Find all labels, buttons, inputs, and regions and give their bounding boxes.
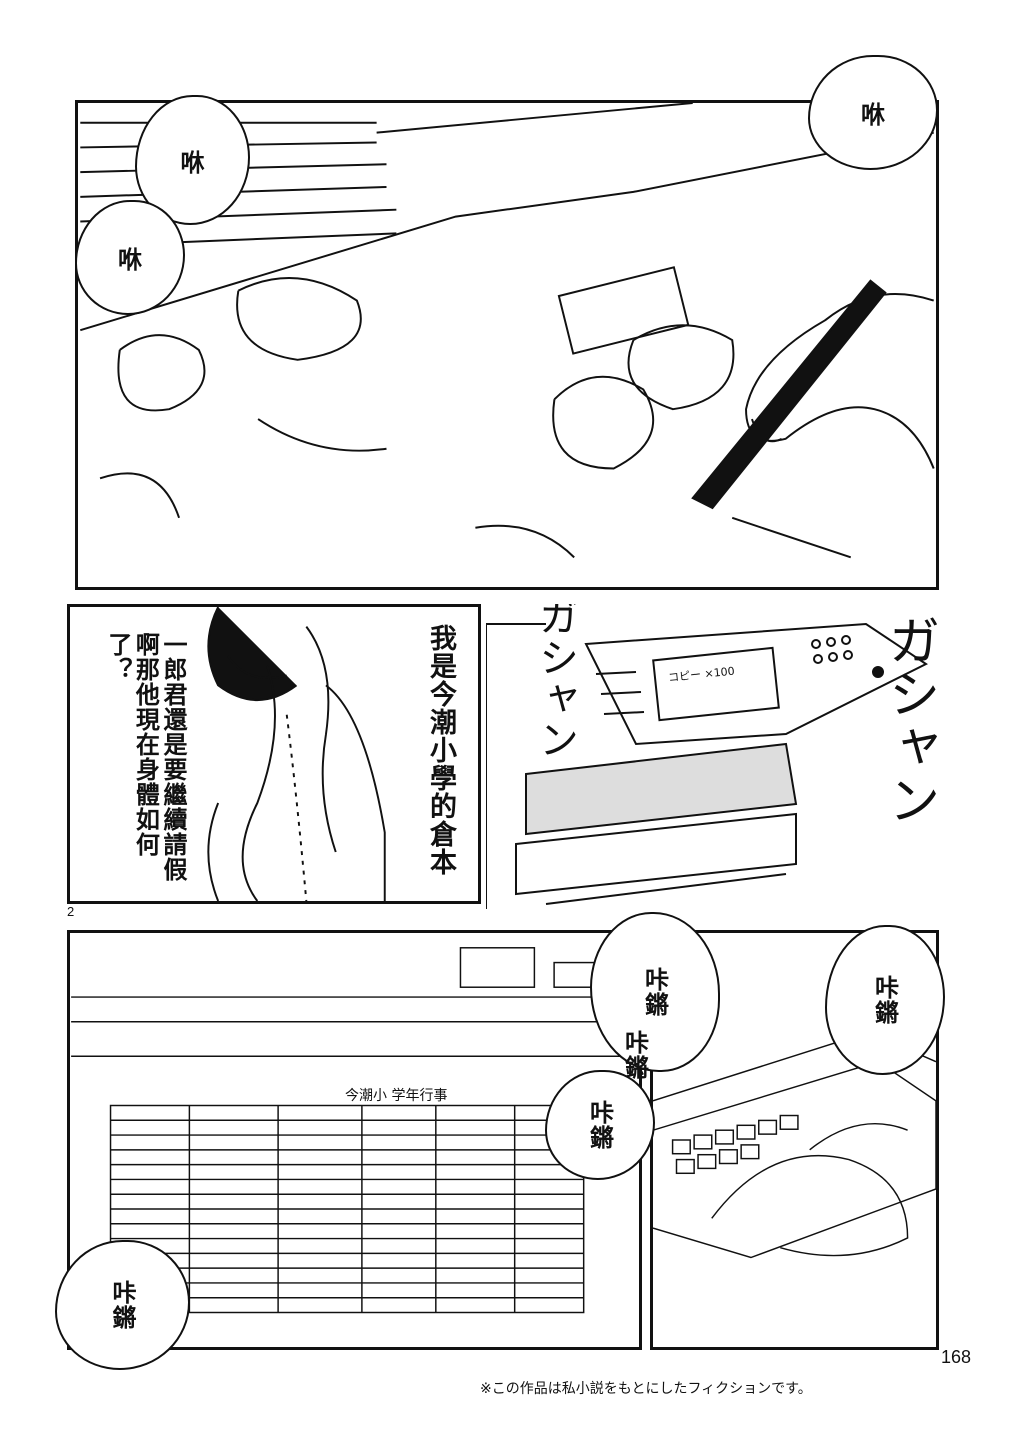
sfx-copier-top: ガシャン	[532, 604, 578, 760]
speech-left: 一郎君還是要繼續請假啊那他現在身體如何了？	[103, 632, 187, 882]
sfx-bubble-typing-5: 咔鏘	[55, 1240, 190, 1370]
sfx-bubble-typing-2: 咔鏘	[825, 925, 945, 1075]
sfx-text: 咔鏘	[108, 1280, 136, 1330]
sfx-text: 咔鏘	[640, 967, 669, 1017]
sfx-text: 咔鏘	[870, 975, 899, 1025]
sfx-bubble-right: 咻	[808, 55, 938, 170]
panel-number: 2	[67, 904, 75, 919]
page-number: 168	[940, 1347, 971, 1367]
sfx-copier-right: ガシャン	[879, 614, 939, 826]
speech-right: 我是今潮小學的倉本	[425, 624, 456, 876]
panel-phone	[67, 604, 481, 904]
sfx-text: 咻	[180, 148, 205, 177]
sfx-text: 咻	[118, 246, 142, 274]
footnote: ※この作品は私小説をもとにしたフィクションです。	[480, 1381, 812, 1397]
woman-on-phone-illustration	[207, 607, 386, 901]
sfx-text: 咻	[861, 101, 885, 129]
sfx-bubble-typing-1: 咔鏘	[590, 912, 720, 1072]
sfx-text: 咔鏘	[585, 1100, 614, 1150]
sfx-bubble-typing-3: 咔鏘	[595, 1000, 675, 1110]
sfx-bubble-left-top: 咻	[135, 95, 250, 225]
sfx-text: 咔鏘	[620, 1030, 649, 1080]
papers-illustration	[80, 103, 935, 559]
sfx-bubble-left-bottom: 咻	[75, 200, 185, 315]
panel-copier: コピー ×100 ガシャン ガシャン	[486, 604, 939, 909]
sfx-bubble-typing-4: 咔鏘	[545, 1070, 655, 1180]
document-title: 今潮小 学年行事	[345, 1088, 448, 1104]
copier-illustration	[486, 622, 928, 909]
